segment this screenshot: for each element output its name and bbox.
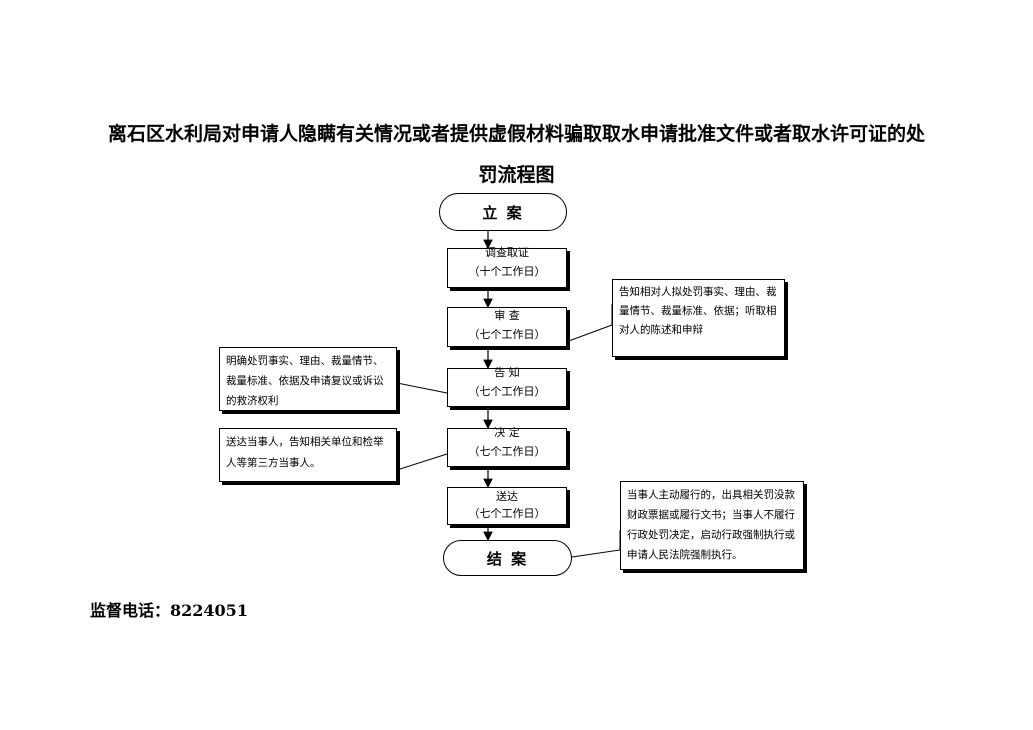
supervision-phone: 监督电话：8224051	[90, 597, 248, 621]
step-notify-duration: （七个工作日）	[468, 385, 546, 398]
callout-decide	[396, 453, 448, 471]
note-decide-line: 送达当事人，告知相关单位和检举	[226, 436, 384, 448]
note-notify-line: 裁量标准、依据及申请复议或诉讼	[226, 375, 384, 387]
step-deliver-duration: （七个工作日）	[468, 507, 546, 520]
note-close-line: 财政票据或履行文书；当事人不履行	[627, 509, 795, 521]
note-notify: 明确处罚事实、理由、裁量情节、 裁量标准、依据及申请复议或诉讼 的救济权利	[219, 347, 397, 411]
step-notify: 告 知 （七个工作日）	[447, 366, 567, 407]
callout-notify	[396, 373, 448, 394]
note-notify-line: 的救济权利	[226, 395, 279, 407]
step-deliver-name: 送达	[496, 490, 518, 503]
diagram-title-line1: 离石区水利局对申请人隐瞒有关情况或者提供虚假材料骗取取水申请批准文件或者取水许可…	[107, 123, 925, 145]
callout-close	[571, 530, 621, 558]
step-review-duration: （七个工作日）	[468, 328, 546, 341]
note-close-line: 申请人民法院强制执行。	[627, 549, 743, 561]
note-decide-line: 人等第三方当事人。	[226, 457, 321, 469]
start-node: 立 案	[439, 193, 567, 231]
callout-review	[565, 304, 613, 343]
step-decide: 决 定 （七个工作日）	[447, 426, 567, 467]
note-close-line: 当事人主动履行的，出具相关罚没款	[627, 489, 795, 501]
note-close: 当事人主动履行的，出具相关罚没款 财政票据或履行文书；当事人不履行 行政处罚决定…	[620, 481, 804, 570]
step-investigate: 调查取证 （十个工作日）	[447, 246, 567, 288]
step-decide-name: 决 定	[494, 426, 520, 439]
step-investigate-name: 调查取证	[485, 246, 529, 259]
step-review-name: 审 查	[494, 309, 520, 322]
step-deliver: 送达 （七个工作日）	[447, 487, 567, 525]
note-review-line: 量情节、裁量标准、依据；听取相	[619, 305, 777, 317]
end-node: 结 案	[443, 540, 572, 576]
start-label: 立 案	[482, 203, 524, 222]
end-label: 结 案	[486, 549, 529, 568]
supervision-phone-label: 监督电话：	[90, 601, 171, 620]
note-review: 告知相对人拟处罚事实、理由、裁 量情节、裁量标准、依据；听取相 对人的陈述和申辩	[612, 279, 785, 357]
supervision-phone-number: 8224051	[170, 601, 248, 620]
note-notify-line: 明确处罚事实、理由、裁量情节、	[226, 355, 384, 367]
step-notify-name: 告 知	[494, 366, 520, 379]
diagram-title-line2: 罚流程图	[478, 164, 555, 186]
note-review-line: 对人的陈述和申辩	[619, 324, 703, 336]
note-review-line: 告知相对人拟处罚事实、理由、裁	[619, 286, 777, 298]
note-close-line: 行政处罚决定，启动行政强制执行或	[627, 529, 795, 541]
step-review: 审 查 （七个工作日）	[447, 307, 567, 347]
step-investigate-duration: （十个工作日）	[468, 265, 546, 278]
note-decide: 送达当事人，告知相关单位和检举 人等第三方当事人。	[219, 428, 397, 482]
step-decide-duration: （七个工作日）	[468, 445, 546, 458]
